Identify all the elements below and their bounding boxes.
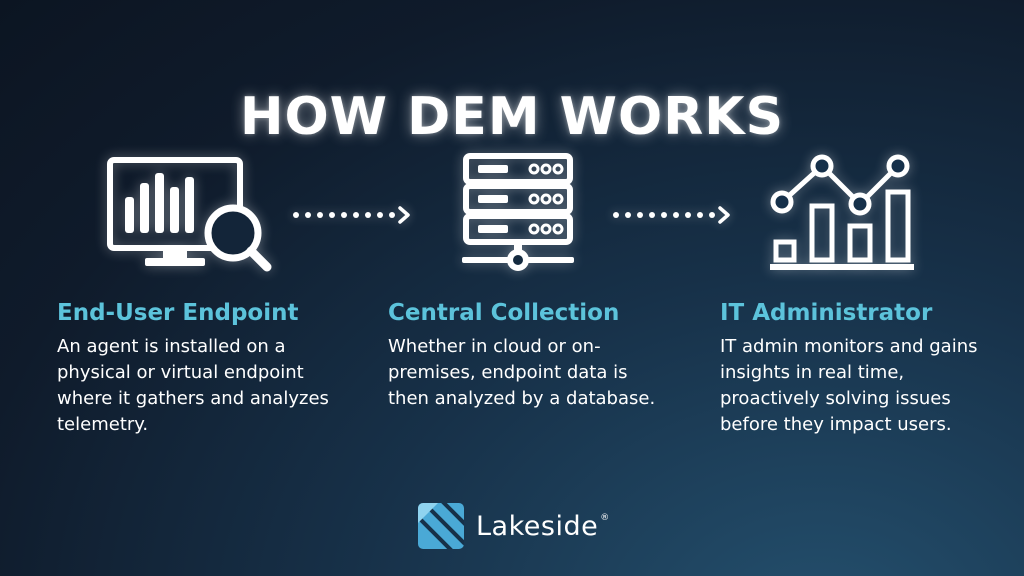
step-admin-text: IT admin monitors and gains insights in … xyxy=(720,336,978,435)
lakeside-logo-icon xyxy=(418,503,464,549)
dotted-arrow-icon xyxy=(293,206,410,224)
step-endpoint-heading: End-User Endpoint xyxy=(57,300,299,326)
step-endpoint-text: An agent is installed on a physical or v… xyxy=(57,336,329,435)
registered-mark: ® xyxy=(600,512,610,523)
server-icon xyxy=(462,153,574,271)
step-collection: Central Collection Whether in cloud or o… xyxy=(388,300,678,412)
dotted-arrow-icon-2 xyxy=(613,206,730,224)
monitor-magnifier-icon xyxy=(107,157,272,272)
step-admin: IT Administrator IT admin monitors and g… xyxy=(720,300,1010,438)
chart-icon xyxy=(770,154,914,270)
step-collection-heading: Central Collection xyxy=(388,300,620,326)
step-collection-text: Whether in cloud or on-premises, endpoin… xyxy=(388,336,656,409)
lakeside-logo: Lakeside® xyxy=(418,503,610,549)
step-endpoint: End-User Endpoint An agent is installed … xyxy=(57,300,347,438)
logo-name: Lakeside® xyxy=(476,510,610,542)
page-title: HOW DEM WORKS xyxy=(239,86,785,147)
step-admin-heading: IT Administrator xyxy=(720,300,933,326)
